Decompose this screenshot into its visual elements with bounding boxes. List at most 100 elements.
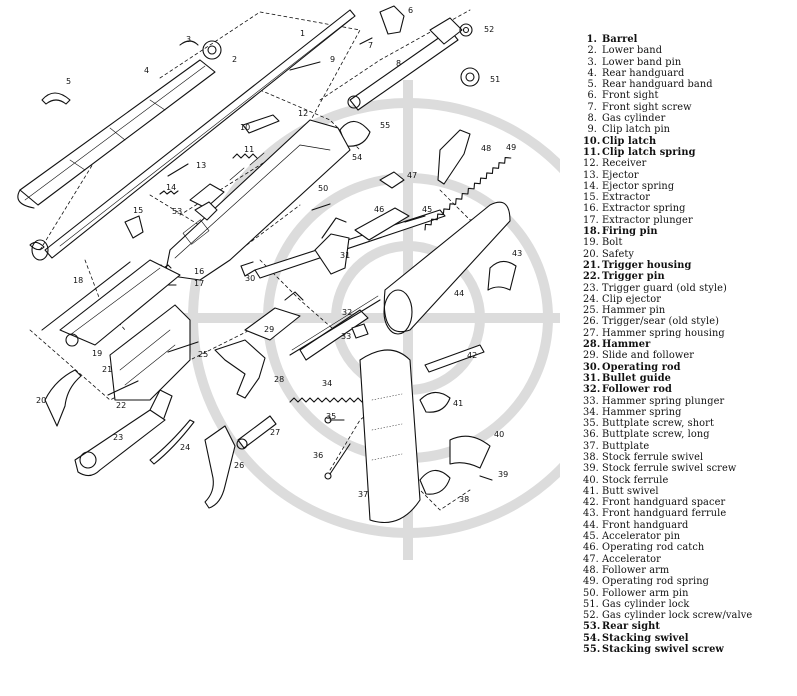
legend-item: 28.Hammer: [583, 339, 752, 350]
legend-item-name: Hammer pin: [602, 305, 666, 317]
callout-48: 48: [481, 144, 491, 153]
legend-item: 55.Stacking swivel screw: [583, 644, 752, 655]
callout-49: 49: [506, 143, 516, 152]
callout-2: 2: [232, 55, 237, 64]
callout-10: 10: [240, 123, 250, 132]
legend-item: 10.Clip latch: [583, 136, 752, 147]
operating-rod-part: [240, 209, 446, 361]
hammer-part: [214, 339, 266, 399]
legend-item: 49.Operating rod spring: [583, 576, 752, 587]
trigger-sear-part: [204, 425, 236, 509]
legend-item-number: 38.: [583, 451, 599, 463]
legend-item: 26.Trigger/sear (old style): [583, 316, 752, 327]
legend-item: 6.Front sight: [583, 90, 752, 101]
callout-7: 7: [368, 41, 373, 50]
legend-item-name: Follower arm: [602, 564, 670, 576]
slide-follower-part: [244, 291, 304, 341]
callout-44: 44: [454, 289, 464, 298]
legend-item-name: Hammer spring plunger: [602, 395, 725, 407]
legend-item: 52.Gas cylinder lock screw/valve: [583, 610, 752, 621]
legend-item-number: 50.: [583, 587, 599, 599]
callout-38: 38: [459, 495, 469, 504]
legend-item: 29.Slide and follower: [583, 350, 752, 361]
legend-item-number: 20.: [583, 248, 599, 260]
legend-item: 45.Accelerator pin: [583, 531, 752, 542]
legend-item: 42.Front handguard spacer: [583, 497, 752, 508]
legend-item: 15.Extractor: [583, 192, 752, 203]
legend-item-name: Accelerator: [602, 553, 661, 565]
legend-item: 23.Trigger guard (old style): [583, 283, 752, 294]
legend-item-number: 10.: [583, 135, 601, 147]
legend-item-name: Trigger pin: [602, 271, 665, 283]
legend-item-number: 44.: [583, 519, 599, 531]
legend-item: 38.Stock ferrule swivel: [583, 452, 752, 463]
legend-item: 20.Safety: [583, 249, 752, 260]
operating-rod-spring-part: [424, 156, 512, 231]
legend-item-name: Rear handguard band: [602, 79, 713, 91]
legend-item-number: 34.: [583, 406, 599, 418]
callout-26: 26: [234, 461, 244, 470]
legend-item-number: 3.: [587, 56, 597, 68]
legend-item-number: 4.: [587, 67, 597, 79]
callout-labels: 1234567891011121314151617181920212223242…: [36, 6, 522, 504]
legend-item-number: 45.: [583, 531, 599, 543]
legend-item-name: Clip latch: [602, 135, 657, 147]
legend-item-name: Ejector spring: [602, 180, 675, 192]
callout-35: 35: [326, 412, 336, 421]
callout-40: 40: [494, 430, 504, 439]
legend-item: 37.Buttplate: [583, 441, 752, 452]
callout-23: 23: [113, 433, 123, 442]
legend-item-number: 49.: [583, 576, 599, 588]
legend-item-name: Bullet guide: [602, 372, 671, 384]
legend-item-number: 24.: [583, 293, 599, 305]
legend-item: 43.Front handguard ferrule: [583, 508, 752, 519]
legend-item-name: Firing pin: [602, 226, 658, 238]
callout-34: 34: [322, 379, 332, 388]
butt-swivel-part: [419, 391, 451, 413]
legend-item: 44.Front handguard: [583, 520, 752, 531]
callout-28: 28: [274, 375, 284, 384]
callout-19: 19: [92, 349, 102, 358]
legend-item-name: Trigger guard (old style): [602, 282, 727, 294]
legend-item-name: Operating rod: [602, 361, 681, 373]
stock-ferrule-part: [419, 435, 493, 495]
buttplate-screw-part: [324, 416, 351, 480]
callout-17: 17: [194, 279, 204, 288]
legend-item-name: Trigger/sear (old style): [602, 316, 720, 328]
legend-item-name: Gas cylinder: [602, 113, 666, 125]
legend-item-name: Hammer: [602, 339, 651, 351]
legend-item-name: Front sight screw: [602, 101, 692, 113]
trigger-pin-part: [107, 341, 199, 396]
callout-45: 45: [422, 205, 432, 214]
callout-55: 55: [380, 121, 390, 130]
hammer-spring-part: [289, 323, 369, 403]
legend-item-name: Operating rod spring: [602, 576, 710, 588]
clip-latch-part: [232, 61, 321, 159]
callout-16: 16: [194, 267, 204, 276]
callout-3: 3: [186, 35, 191, 44]
legend-item-name: Lower band pin: [602, 56, 682, 68]
legend-item-name: Gas cylinder lock: [602, 598, 690, 610]
front-handguard-ferrule-part: [487, 260, 517, 291]
callout-54: 54: [352, 153, 362, 162]
legend-item-name: Barrel: [602, 34, 638, 45]
barrel-part: [29, 9, 356, 261]
legend-item: 51.Gas cylinder lock: [583, 599, 752, 610]
operating-rod-catch-part: [354, 171, 426, 241]
legend-item-number: 25.: [583, 305, 599, 317]
legend-item-number: 42.: [583, 497, 599, 509]
legend-item-name: Buttplate screw, short: [602, 418, 714, 430]
callout-9: 9: [330, 55, 335, 64]
callout-37: 37: [358, 490, 368, 499]
legend-item-number: 6.: [587, 90, 597, 102]
legend-item: 21.Trigger housing: [583, 260, 752, 271]
legend-item-number: 19.: [583, 237, 599, 249]
legend-item-number: 37.: [583, 440, 599, 452]
legend-item-name: Clip latch pin: [602, 124, 671, 136]
legend-item-number: 43.: [583, 508, 599, 520]
legend-item-name: Front handguard spacer: [602, 497, 726, 509]
legend-item: 48.Follower arm: [583, 565, 752, 576]
legend-item-number: 52.: [583, 610, 599, 622]
follower-arm-pin-part: [311, 203, 331, 211]
callout-24: 24: [180, 443, 190, 452]
